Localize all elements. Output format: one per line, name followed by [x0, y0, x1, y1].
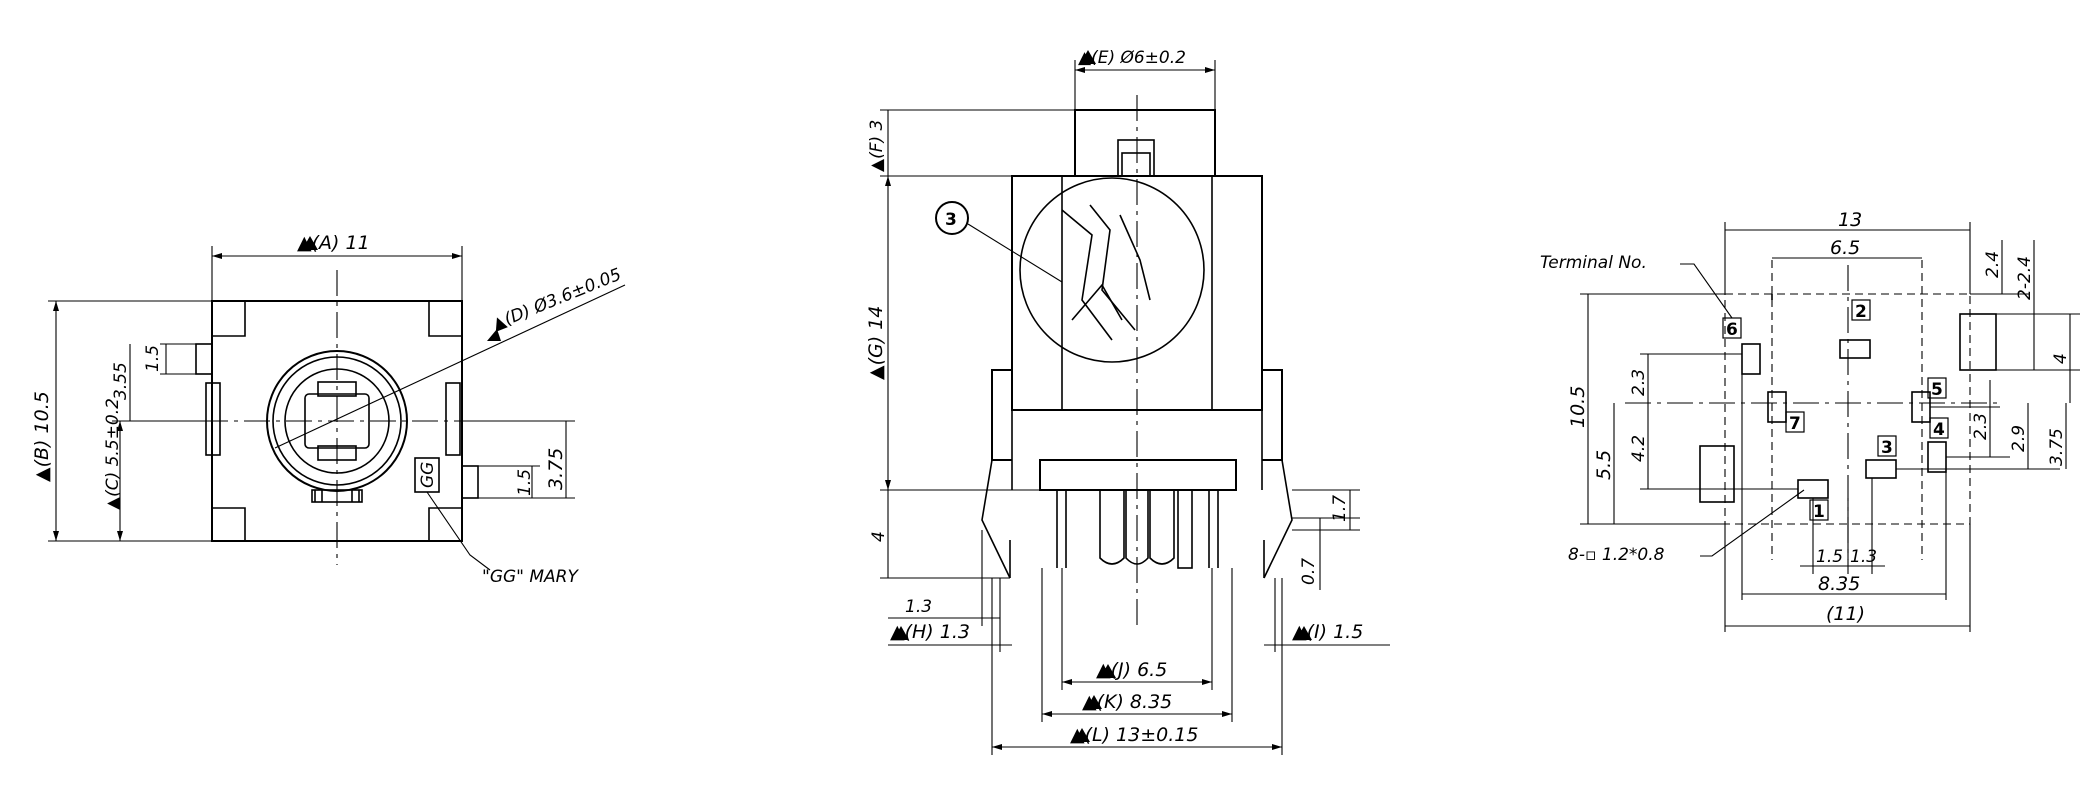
gg-mark-text: GG: [418, 462, 438, 488]
dim-c-label: ▲(C) 5.5±0.2: [103, 398, 123, 510]
terminal-no-label: Terminal No.: [1540, 253, 1647, 273]
terminal-3: 3: [1881, 438, 1893, 458]
dim-1-3-label: 1.3: [905, 597, 932, 617]
dim-1-5-bottom-label: 1.5: [515, 469, 535, 496]
dim-1-5-top-label: 1.5: [143, 345, 163, 372]
dim-8-35-label: 8.35: [1818, 573, 1860, 595]
footprint-outline: [1724, 293, 1971, 525]
dim-d-label: ▲(D) Ø3.6±0.05: [489, 265, 624, 335]
dim-13-label: 13: [1838, 209, 1862, 231]
dim-e-label: ▲(E) Ø6±0.2: [1078, 48, 1186, 68]
dim-1-5-label-fp: 1.5: [1816, 547, 1843, 567]
dim-3-55-label: 3.55: [111, 362, 131, 400]
dim-g-label: ▲(G) 14: [865, 306, 887, 380]
dim-3-75-label: 3.75: [545, 448, 567, 490]
dim-11-label: (11): [1826, 603, 1865, 625]
dim-10-5-label: 10.5: [1567, 386, 1589, 428]
detail-callout-label: 3: [945, 210, 957, 230]
dim-2-4-label: 2.4: [1983, 251, 2003, 278]
terminal-4: 4: [1933, 420, 1945, 440]
footprint-view: 2 6 7 5 3 4 1 Terminal No. 13 6.5 2.4 2-…: [1540, 209, 2080, 632]
terminal-5: 5: [1931, 380, 1943, 400]
dim-2-9-label: 2.9: [2009, 425, 2029, 452]
dim-a-label: ▲(A) 11: [297, 232, 370, 254]
dim-l-label: ▲(L) 13±0.15: [1070, 724, 1198, 746]
dim-j-label: ▲(J) 6.5: [1096, 659, 1167, 681]
terminal-2: 2: [1855, 302, 1867, 322]
dim-6-5-label: 6.5: [1830, 237, 1860, 259]
dim-b-label: ▲(B) 10.5: [31, 391, 53, 482]
dim-3-75-label-fp: 3.75: [2047, 428, 2067, 466]
dim-k-label: ▲(K) 8.35: [1082, 691, 1172, 713]
terminal-1: 1: [1813, 502, 1825, 522]
front-view: GG ▲(A) 11 ▲(B) 10.5 ▲(C) 5.5±0.2 1.5 3.…: [31, 232, 626, 587]
dim-2-3-right-label: 2.3: [1971, 413, 1991, 440]
terminal-6: 6: [1726, 320, 1738, 340]
dim-4-label: 4: [869, 531, 889, 542]
dim-0-7-label: 0.7: [1299, 558, 1319, 585]
side-view: 3 ▲(E) Ø6±0.2 ▲(F) 3 ▲(G) 14 4 1.3: [865, 48, 1390, 755]
dim-4-2-label: 4.2: [1629, 435, 1649, 462]
dim-i-label: ▲(I) 1.5: [1292, 621, 1363, 643]
dim-2-2-4-label: 2-2.4: [2015, 256, 2035, 300]
dim-f-label: ▲(F) 3: [867, 120, 887, 172]
dim-1-7-label: 1.7: [1330, 495, 1350, 522]
dim-2-3-left-label: 2.3: [1629, 369, 1649, 396]
dim-1-3-label-fp: 1.3: [1850, 547, 1877, 567]
gg-mark-label: "GG" MARY: [482, 567, 579, 587]
dim-4-label-fp: 4: [2051, 353, 2071, 364]
pad-label: 8-▫ 1.2*0.8: [1568, 545, 1665, 565]
dim-5-5-label: 5.5: [1593, 450, 1615, 480]
dim-h-label: ▲(H) 1.3: [890, 621, 970, 643]
terminal-7: 7: [1789, 414, 1801, 434]
